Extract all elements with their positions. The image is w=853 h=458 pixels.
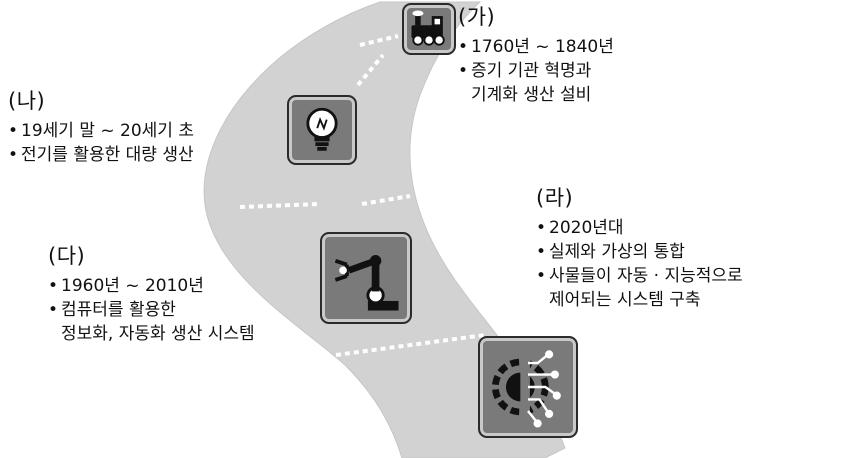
- dash-divider-3: [239, 202, 321, 209]
- dash-divider-5: [468, 254, 492, 319]
- era-da: (다) •1960년 ~ 2010년 •컴퓨터를 활용한 정보화, 자동화 생산…: [48, 243, 255, 346]
- era-line-cont: 정보화, 자동화 생산 시스템: [61, 324, 255, 344]
- era-label: (나): [8, 89, 46, 113]
- light-bulb-icon: [287, 95, 357, 165]
- era-line: •1960년 ~ 2010년: [48, 276, 204, 296]
- dash-divider-4: [361, 194, 411, 206]
- era-line: •컴퓨터를 활용한: [48, 300, 176, 320]
- robot-arm-icon: [320, 232, 412, 324]
- era-line: •1760년 ~ 1840년: [458, 37, 614, 57]
- dash-divider-2: [359, 34, 399, 47]
- era-line: •19세기 말 ~ 20세기 초: [8, 121, 194, 141]
- gear-circuit-icon: [478, 336, 578, 438]
- era-line: •2020년대: [536, 218, 624, 238]
- era-label: (다): [48, 244, 86, 268]
- era-label: (라): [536, 186, 574, 210]
- era-line-cont: 기계화 생산 설비: [471, 85, 592, 105]
- era-ga: (가) •1760년 ~ 1840년 •증기 기관 혁명과 기계화 생산 설비: [458, 4, 614, 107]
- era-line: •전기를 활용한 대량 생산: [8, 145, 194, 165]
- era-label: (가): [458, 5, 496, 29]
- era-na: (나) •19세기 말 ~ 20세기 초 •전기를 활용한 대량 생산: [8, 88, 194, 167]
- steam-train-icon: [402, 3, 456, 55]
- era-line: •실제와 가상의 통합: [536, 242, 685, 262]
- dash-divider-1: [356, 53, 385, 87]
- era-ra: (라) •2020년대 •실제와 가상의 통합 •사물들이 자동 · 지능적으로…: [536, 185, 743, 312]
- era-line: •사물들이 자동 · 지능적으로: [536, 266, 743, 286]
- dash-divider-6: [335, 333, 486, 357]
- era-line-cont: 제어되는 시스템 구축: [549, 290, 701, 310]
- era-line: •증기 기관 혁명과: [458, 61, 592, 81]
